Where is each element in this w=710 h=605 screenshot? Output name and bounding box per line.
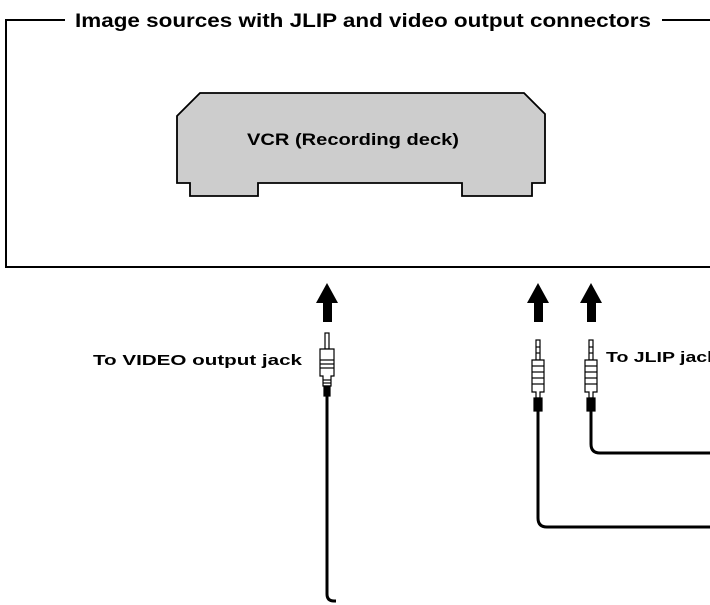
vcr-label: VCR (Recording deck) — [247, 130, 459, 149]
mini-plug-icon — [584, 339, 598, 412]
jlip-cable-right — [589, 411, 710, 455]
section-frame — [5, 19, 710, 268]
vcr-device — [176, 92, 546, 197]
section-title: Image sources with JLIP and video output… — [75, 11, 651, 32]
mini-plug-icon — [531, 339, 545, 412]
cables — [325, 396, 710, 603]
up-arrow-icon — [527, 283, 549, 322]
jlip-cable-left — [536, 411, 710, 529]
up-arrow-icon — [316, 283, 338, 322]
video-cable — [325, 396, 336, 603]
video-jack-label: To VIDEO output jack — [93, 352, 303, 369]
rca-plug-icon — [319, 332, 335, 397]
up-arrow-icon — [580, 283, 602, 322]
jlip-jack-label: To JLIP jack — [606, 349, 710, 366]
frame-left-border — [5, 19, 710, 268]
